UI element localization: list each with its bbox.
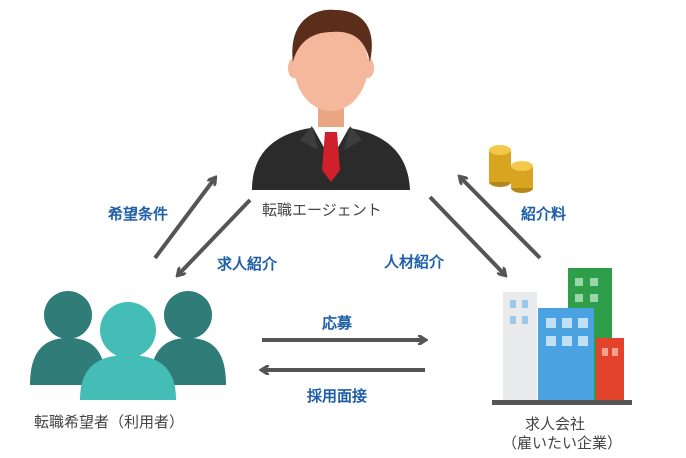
edge-label-talent-introduction: 人材紹介	[384, 253, 445, 271]
edge-label-desired-conditions: 希望条件	[108, 205, 169, 223]
arrow-seeker-to-agent	[153, 178, 215, 260]
edge-label-job-introduction: 求人紹介	[217, 255, 278, 273]
coins-icon	[489, 145, 533, 193]
people-group-icon	[30, 291, 226, 400]
arrow-agent-to-seeker	[178, 198, 252, 275]
arrow-agent-to-company	[428, 195, 505, 275]
edge-label-interview: 採用面接	[307, 387, 368, 405]
buildings-icon	[492, 268, 632, 405]
company-label-line1: 求人会社	[525, 415, 586, 433]
edge-label-application: 応募	[322, 314, 353, 332]
agent-label: 転職エージェント	[262, 201, 382, 219]
edge-label-referral-fee: 紹介料	[521, 205, 567, 223]
job-seeker-label: 転職希望者（利用者）	[34, 413, 185, 431]
company-label-line2: （雇いたい企業）	[502, 434, 623, 452]
arrow-company-to-agent	[460, 177, 542, 260]
businessman-icon	[252, 9, 410, 190]
